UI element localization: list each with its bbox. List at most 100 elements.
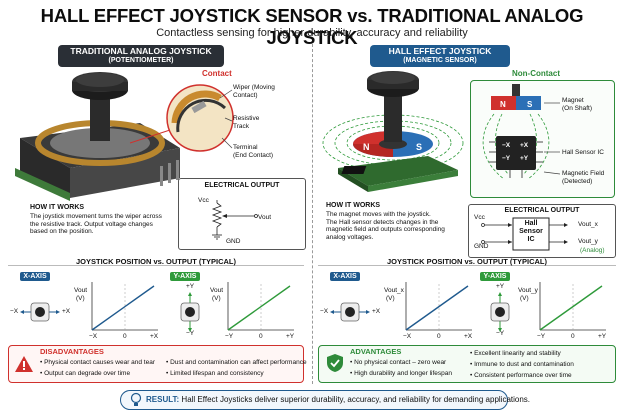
left-eo-vout: Vout [258,214,272,221]
advantage-item-2: • Excellent linearity and stability [470,350,561,357]
field-callout-line1: Magnetic Field [562,170,605,177]
left-plot1-tick-1: 0 [123,333,127,340]
magnet-callout: Magnet (On Shaft) [562,97,592,112]
right-eo-analog: (Analog) [580,247,605,254]
disadvantage-item-1: • Output can degrade over time [40,370,131,377]
noncontact-label: Non-Contact [512,69,560,78]
terminal-callout: Terminal (End Contact) [233,144,273,159]
track-callout-line2: Track [233,122,250,130]
left-x-minus-label: −X [10,308,19,315]
right-how-line4: analog voltages. [326,233,374,241]
left-how-text: The joystick movement turns the wiper ac… [30,213,180,236]
ic-label-plus-x: +X [520,142,529,149]
field-callout: Magnetic Field (Detected) [562,170,604,185]
left-header-line1: TRADITIONAL ANALOG JOYSTICK [70,46,212,56]
left-x-axis-chip: X-AXIS [20,272,50,281]
left-plot1 [91,282,158,331]
right-plot1-ylabel: Vout_x (V) [384,287,404,302]
right-panel-header: HALL EFFECT JOYSTICK (MAGNETIC SENSOR) [370,45,510,67]
right-x-axis-chip: X-AXIS [330,272,360,281]
right-how-title: HOW IT WORKS [326,202,381,209]
disadvantage-text-2: Dust and contamination can affect perfor… [170,359,307,366]
right-eo-vout-y: Vout_y [578,238,598,245]
left-y-plus-label: +Y [186,283,195,290]
left-plot1-tick-0: −X [89,333,98,340]
terminal-callout-line1: Terminal [233,144,258,151]
right-how-line1: The magnet moves with the joystick. [326,211,431,218]
right-plot1-line [405,285,469,331]
right-plot2-ylabel-2: (V) [520,294,529,302]
left-eo-title: ELECTRICAL OUTPUT [204,182,280,189]
disadvantage-item-3: • Limited lifespan and consistency [166,370,264,377]
left-plot2-ylabel-1: Vout [210,287,224,294]
advantage-text-3: Immune to dust and contamination [474,361,574,368]
right-plot1-tick-1: 0 [437,333,441,340]
bar-magnet-s-label: S [527,100,533,109]
right-plot2-ylabel-1: Vout_y [518,287,538,294]
right-position-rule [318,265,616,266]
field-callout-line2: (Detected) [562,177,593,185]
left-plot2-ylabel-2: (V) [212,294,221,302]
right-eo-vcc: Vcc [474,214,485,221]
ic-label-minus-y: −Y [502,155,511,162]
track-callout: Resistive Track [233,115,259,130]
right-plot1-tick-2: +X [464,333,473,340]
center-divider [312,44,313,384]
advantages-title: ADVANTAGES [350,347,402,356]
disadvantage-text-0: Physical contact causes wear and tear [44,359,156,366]
left-plot2-tick-2: +Y [286,333,295,340]
right-how-line3: magnetic field and outputs corresponding [326,226,445,233]
disadvantage-text-3: Limited lifespan and consistency [170,370,264,377]
advantage-item-0: • No physical contact – zero wear [350,359,447,366]
right-x-joystick-icon [330,302,370,322]
hall-zoom-illustration: N S [482,84,561,180]
contact-label: Contact [202,69,232,78]
left-eo-gnd: GND [226,238,241,245]
left-y-joystick-icon [180,292,200,332]
terminal-callout-line2: (End Contact) [233,151,274,159]
left-plot1-ylabel-2: (V) [76,294,85,302]
result-label: RESULT: [146,395,180,404]
wiper-callout-line2: Contact) [233,91,258,99]
hall-ic-box-line3: IC [527,236,535,243]
left-plot1-ylabel-1: Vout [74,287,88,294]
wiper-callout: Wiper (Moving Contact) [233,84,275,99]
left-plot2 [227,282,294,331]
right-eo-vout-x: Vout_x [578,221,598,228]
hall-ic-schematic [481,217,568,251]
hall-ic-box-line2: Sensor [519,228,543,235]
right-y-plus-label: +Y [496,283,505,290]
right-plot2-line [539,285,603,331]
advantage-text-0: No physical contact – zero wear [354,359,447,366]
right-how-text: The magnet moves with the joystick. The … [326,211,471,241]
advantage-text-4: Consistent performance over time [474,372,572,379]
disadvantages-title: DISADVANTAGES [40,347,104,356]
advantages-box [318,345,616,383]
shield-check-icon [327,354,343,372]
left-y-minus-label: −Y [186,330,195,337]
magnet-callout-line2: (On Shaft) [562,104,592,112]
left-x-joystick-icon [20,302,60,322]
disadvantages-box [8,345,304,383]
hall-ic-box-line1: Hall [524,220,538,227]
left-plot2-line [227,285,291,331]
result-bar [120,390,508,410]
hall-ic-box-label: Hall Sensor IC [513,220,549,244]
result-text: Hall Effect Joysticks deliver superior d… [181,395,531,404]
left-eo-vcc: Vcc [198,197,209,204]
advantage-text-2: Excellent linearity and stability [474,350,561,357]
right-eo-title: ELECTRICAL OUTPUT [504,207,580,214]
right-plot2-ylabel: Vout_y (V) [518,287,538,302]
ic-label-minus-x: −X [502,142,511,149]
warning-icon [15,356,33,372]
left-plot2-ylabel: Vout (V) [210,287,223,302]
right-eo-gnd: GND [474,243,489,250]
right-how-line2: The Hall sensor detects changes in the [326,218,439,226]
left-how-title: HOW IT WORKS [30,204,85,211]
ic-label-plus-y: +Y [520,155,529,162]
left-position-rule [8,265,304,266]
right-plot2 [539,282,606,331]
right-plot1-ylabel-1: Vout_x [384,287,404,294]
right-header-line2: (MAGNETIC SENSOR) [403,57,477,64]
left-how-line3: based on the position. [30,228,94,235]
